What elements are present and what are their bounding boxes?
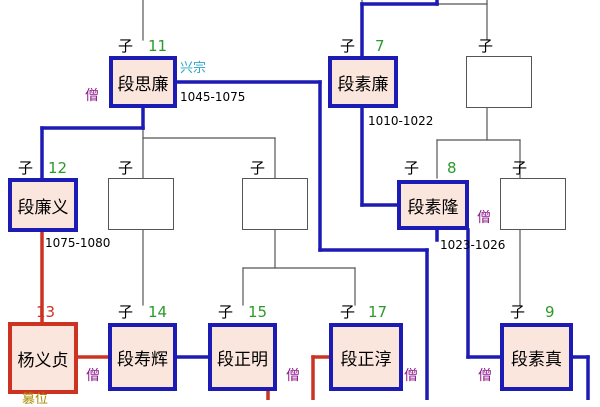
number-13: 13 bbox=[36, 303, 56, 321]
number-7: 7 bbox=[375, 37, 385, 55]
relation-label-11: 子 bbox=[118, 37, 134, 55]
relation-label-17: 子 bbox=[340, 303, 356, 321]
relation-label-14: 子 bbox=[118, 303, 134, 321]
person-box-9: 段素真 bbox=[500, 323, 573, 391]
relation-label-unnamed-top: 子 bbox=[478, 37, 494, 55]
person-box-14: 段寿辉 bbox=[108, 323, 177, 391]
person-name-11: 段思廉 bbox=[117, 74, 169, 95]
relation-label-empty-a: 子 bbox=[118, 159, 134, 177]
person-name-9: 段素真 bbox=[511, 349, 562, 370]
number-11: 11 bbox=[148, 37, 168, 55]
monk-label-11: 僧 bbox=[85, 88, 99, 104]
monk-label-17: 僧 bbox=[404, 368, 418, 384]
red-connectors bbox=[40, 230, 331, 400]
person-name-7: 段素廉 bbox=[337, 74, 389, 95]
person-box-12: 段廉义 bbox=[8, 178, 78, 232]
gray-connectors bbox=[142, 0, 521, 306]
empty-box-row2-b bbox=[242, 178, 308, 230]
relation-label-15: 子 bbox=[218, 303, 234, 321]
reign-years-8: 1023-1026 bbox=[440, 238, 506, 252]
relation-label-12: 子 bbox=[18, 159, 34, 177]
empty-box-top-right bbox=[466, 56, 532, 108]
relation-label-8: 子 bbox=[404, 159, 420, 177]
person-box-8: 段素隆 bbox=[397, 180, 469, 230]
person-name-8: 段素隆 bbox=[407, 197, 459, 218]
person-box-17: 段正淳 bbox=[329, 323, 403, 391]
monk-label-9: 僧 bbox=[478, 368, 492, 384]
person-name-14: 段寿辉 bbox=[117, 349, 168, 370]
person-name-13: 杨义贞 bbox=[17, 350, 69, 371]
person-box-7: 段素廉 bbox=[328, 56, 398, 108]
number-8: 8 bbox=[447, 159, 457, 177]
temple-name-11: 兴宗 bbox=[180, 61, 207, 76]
monk-label-15: 僧 bbox=[286, 368, 300, 384]
relation-label-empty-b: 子 bbox=[250, 159, 266, 177]
relation-label-7: 子 bbox=[340, 37, 356, 55]
monk-label-8: 僧 bbox=[477, 210, 491, 226]
empty-box-row2-a bbox=[108, 178, 174, 230]
empty-box-row2-c bbox=[500, 178, 566, 230]
number-9: 9 bbox=[545, 303, 555, 321]
number-12: 12 bbox=[48, 159, 68, 177]
person-name-15: 段正明 bbox=[217, 349, 268, 370]
reign-years-7: 1010-1022 bbox=[368, 114, 434, 128]
monk-label-14: 僧 bbox=[86, 368, 100, 384]
person-box-15: 段正明 bbox=[208, 323, 277, 391]
number-15: 15 bbox=[248, 303, 268, 321]
reign-years-12: 1075-1080 bbox=[45, 236, 111, 250]
relation-label-empty-c: 子 bbox=[512, 159, 528, 177]
number-17: 17 bbox=[368, 303, 388, 321]
number-14: 14 bbox=[148, 303, 168, 321]
person-box-11: 段思廉 bbox=[109, 56, 177, 108]
blue-connectors bbox=[40, 0, 590, 400]
usurp-label: 篡位 bbox=[22, 392, 49, 407]
person-name-12: 段廉义 bbox=[17, 197, 69, 218]
person-name-17: 段正淳 bbox=[340, 349, 392, 370]
person-box-13: 杨义贞 bbox=[8, 322, 78, 394]
reign-years-11: 1045-1075 bbox=[180, 90, 246, 104]
relation-label-9: 子 bbox=[510, 303, 526, 321]
